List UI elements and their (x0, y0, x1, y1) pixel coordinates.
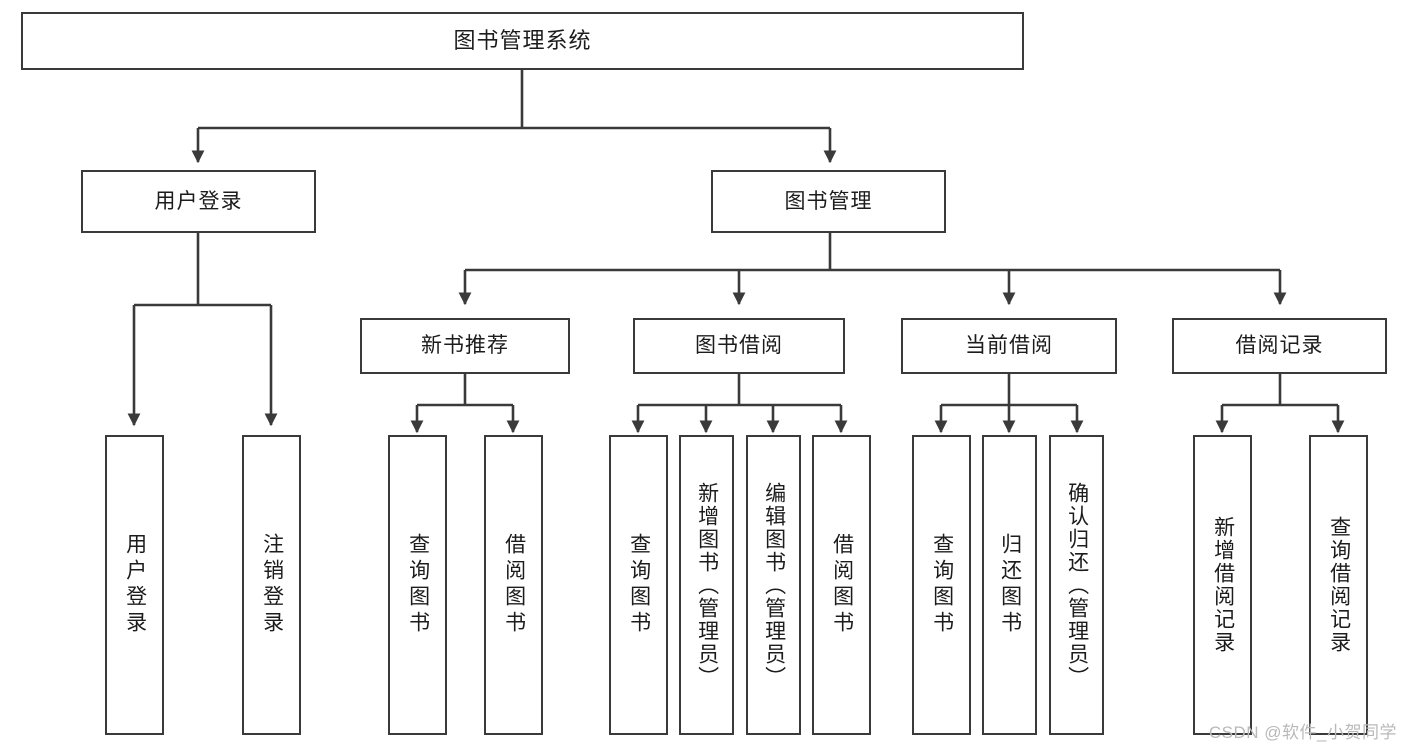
node-book-management[interactable]: 图书管理 (711, 170, 946, 233)
leaf-query-borrow-record[interactable]: 查询借阅记录 (1309, 435, 1368, 735)
node-label: 查询图书 (930, 533, 954, 637)
node-label: 查询借阅记录 (1327, 516, 1351, 654)
node-label: 图书借阅 (695, 334, 783, 358)
node-borrow-record[interactable]: 借阅记录 (1172, 318, 1387, 374)
node-root-system[interactable]: 图书管理系统 (21, 12, 1024, 70)
node-label: 新增图书（管理员） (695, 481, 719, 689)
leaf-add-borrow-record[interactable]: 新增借阅记录 (1193, 435, 1252, 735)
leaf-borrow-book[interactable]: 借阅图书 (812, 435, 871, 735)
node-label: 借阅图书 (502, 533, 526, 637)
node-label: 归还图书 (998, 533, 1022, 637)
leaf-confirm-return-admin[interactable]: 确认归还（管理员） (1049, 435, 1104, 735)
node-label: 用户登录 (123, 533, 147, 637)
node-label: 借阅记录 (1235, 334, 1324, 358)
node-label: 借阅图书 (830, 533, 854, 637)
node-user-login[interactable]: 用户登录 (81, 170, 316, 233)
leaf-query-book-current[interactable]: 查询图书 (912, 435, 971, 735)
leaf-add-book-admin[interactable]: 新增图书（管理员） (679, 435, 734, 735)
node-label: 新书推荐 (421, 334, 509, 358)
leaf-query-book-borrow[interactable]: 查询图书 (609, 435, 668, 735)
leaf-user-login[interactable]: 用户登录 (105, 435, 164, 735)
node-label: 查询图书 (627, 533, 651, 637)
node-book-borrow[interactable]: 图书借阅 (633, 318, 845, 374)
leaf-borrow-book-new[interactable]: 借阅图书 (484, 435, 543, 735)
node-label: 新增借阅记录 (1211, 516, 1235, 654)
node-label: 图书管理系统 (453, 27, 592, 53)
node-label: 确认归还（管理员） (1065, 481, 1089, 689)
node-label: 当前借阅 (965, 334, 1053, 358)
node-label: 查询图书 (406, 533, 430, 637)
leaf-return-book[interactable]: 归还图书 (982, 435, 1037, 735)
node-label: 注销登录 (260, 533, 284, 637)
node-current-borrow[interactable]: 当前借阅 (901, 318, 1117, 374)
node-label: 图书管理 (784, 189, 873, 213)
node-label: 编辑图书（管理员） (762, 481, 786, 689)
watermark-text: CSDN @软件_小贺同学 (1208, 723, 1397, 742)
leaf-edit-book-admin[interactable]: 编辑图书（管理员） (746, 435, 801, 735)
node-label: 用户登录 (154, 189, 243, 213)
leaf-query-book-new[interactable]: 查询图书 (388, 435, 447, 735)
leaf-logout-login[interactable]: 注销登录 (242, 435, 301, 735)
node-new-book-recommend[interactable]: 新书推荐 (360, 318, 570, 374)
